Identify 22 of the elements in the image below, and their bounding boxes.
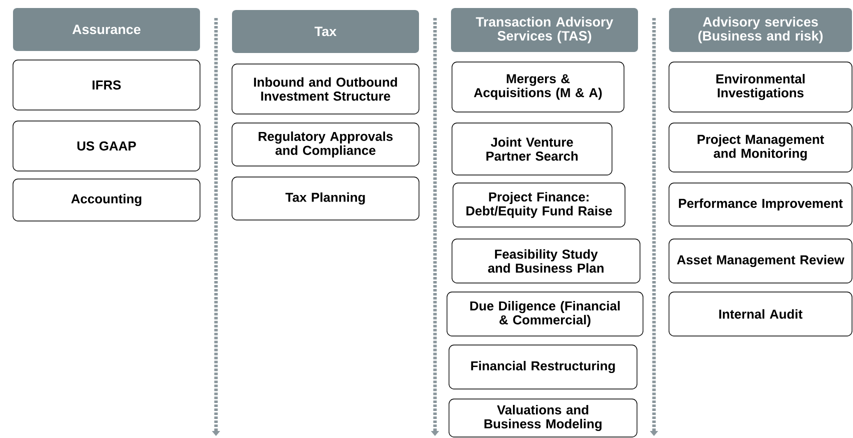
- service-box: Due Diligence (Financial & Commercial): [446, 292, 644, 336]
- service-box: Asset Management Review: [668, 238, 852, 284]
- service-box: Inbound and Outbound Investment Structure: [232, 64, 420, 114]
- service-box: Performance Improvement: [668, 182, 852, 226]
- column-header: Transaction Advisory Services (TAS): [451, 8, 638, 52]
- service-box: Financial Restructuring: [448, 344, 638, 390]
- service-box: Project Finance: Debt/Equity Fund Raise: [452, 182, 626, 228]
- service-box: Feasibility Study and Business Plan: [452, 238, 640, 284]
- column-header: Assurance: [13, 8, 200, 51]
- service-box: US GAAP: [12, 120, 200, 172]
- service-box: IFRS: [12, 60, 200, 110]
- service-box: Valuations and Business Modeling: [448, 398, 638, 438]
- service-box: Tax Planning: [232, 176, 420, 220]
- service-box: Regulatory Approvals and Compliance: [232, 122, 420, 166]
- column-header: Tax: [232, 10, 419, 53]
- service-box: Environmental Investigations: [668, 62, 852, 112]
- column-header: Advisory services (Business and risk): [669, 8, 852, 52]
- service-box: Accounting: [12, 178, 200, 222]
- service-box: Project Management and Monitoring: [668, 122, 852, 172]
- service-box: Internal Audit: [668, 292, 852, 336]
- service-box: Joint Venture Partner Search: [452, 122, 612, 176]
- service-box: Mergers & Acquisitions (M & A): [452, 62, 624, 112]
